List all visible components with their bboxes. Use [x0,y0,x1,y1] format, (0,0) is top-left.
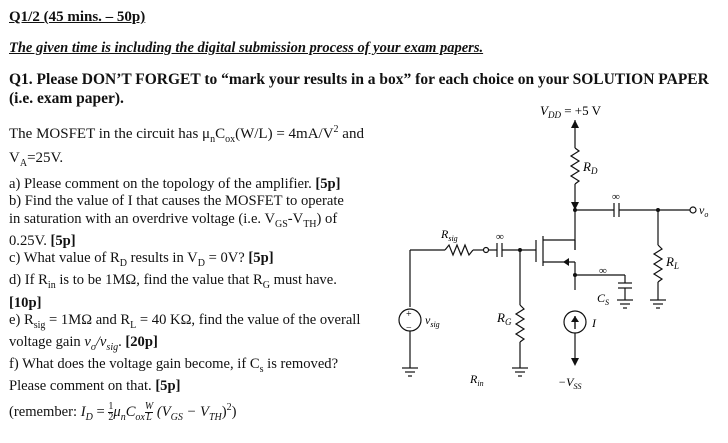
part-b-line-1: b) Find the value of I that causes the M… [9,193,344,210]
cs-capacitor-infinity: ∞ [599,265,607,277]
part-a: a) Please comment on the topology of the… [9,176,341,192]
question-parts: a) Please comment on the topology of the… [9,176,360,426]
rsig-label: Rsig [440,227,458,243]
input-capacitor-infinity: ∞ [496,231,504,243]
question-intro: Q1. Please DON’T FORGET to “mark your re… [9,71,709,107]
vss-label: −VSS [558,375,581,391]
top-capacitor-infinity: ∞ [612,191,620,203]
statement-line-1: The MOSFET in the circuit has μnCox(W/L)… [9,124,364,145]
part-f-line-1: f) What does the voltage gain become, if… [9,356,339,376]
vsig-label: vsig [425,313,440,329]
rl-label: RL [665,254,679,271]
source-minus-sign: − [406,323,412,334]
part-f-line-2: Please comment on that. [5p] [9,378,181,395]
rg-label: RG [496,310,512,327]
part-e-line-1: e) Rsig = 1MΩ and RL = 40 KΩ, find the v… [9,311,361,331]
rd-label: RD [582,159,598,176]
part-b-line-3: 0.25V. [5p] [9,232,76,249]
time-notice: The given time is including the digital … [9,40,484,56]
source-plus-sign: + [406,309,412,320]
part-c: c) What value of RD results in VD = 0V? … [9,250,274,269]
part-d-points: [10p] [9,294,42,311]
part-e-line-2: voltage gain vo/vsig. [20p] [9,334,158,353]
rin-label: Rin [469,372,484,388]
part-d: d) If Rin is to be 1MΩ, find the value t… [9,272,337,292]
cs-label: CS [597,291,609,307]
statement-line-2: VA=25V. [9,150,64,169]
vo-label: vo [699,203,708,219]
amplifier-circuit-diagram: VDD = +5 V RD ∞ vo Rsig ∞ RL ∞ CS + − vs… [398,103,708,391]
vdd-label: VDD = +5 V [540,103,602,120]
page-title: Q1/2 (45 mins. – 50p) [9,9,146,25]
current-i-label: I [591,316,597,330]
problem-statement: The MOSFET in the circuit has μnCox(W/L)… [9,121,364,173]
part-b-line-2: in saturation with an overdrive voltage … [9,210,338,230]
